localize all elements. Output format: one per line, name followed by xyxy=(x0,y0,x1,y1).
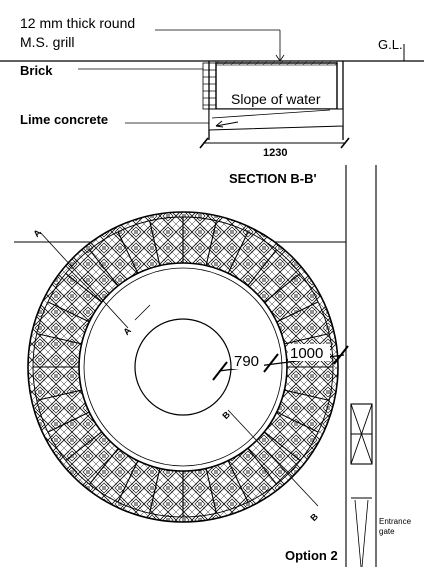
radius-tick-inner xyxy=(212,361,228,381)
brick-label: Brick xyxy=(20,63,53,78)
grate-rib xyxy=(36,333,82,345)
grate-rib xyxy=(284,333,330,345)
grate-rib xyxy=(149,220,161,266)
grill-label-line1: 12 mm thick round xyxy=(20,15,135,31)
entrance-label-line2: gate xyxy=(379,527,395,536)
section-title: SECTION B-B' xyxy=(229,171,317,186)
grate-rib xyxy=(47,411,90,433)
entrance-gate-channel xyxy=(345,165,377,567)
grate-rib xyxy=(65,431,103,461)
width-dimension-label: 1230 xyxy=(263,147,287,159)
section-line-a xyxy=(39,231,129,329)
inner-dim-bg xyxy=(232,352,264,369)
grate-rib xyxy=(117,231,139,274)
dim-tick-right xyxy=(340,137,350,149)
grate-rib xyxy=(263,273,301,303)
grate-rib xyxy=(227,460,249,503)
section-view: 12 mm thick round M.S. grill G.L. Brick … xyxy=(0,15,424,186)
dim-tick-left xyxy=(199,137,209,149)
marker-b-bottom: B xyxy=(308,511,320,523)
grill-label-line2: M.S. grill xyxy=(20,34,74,50)
slope-label: Slope of water xyxy=(231,91,321,107)
grate-rib xyxy=(247,249,277,287)
inner-radius-label: 790 xyxy=(234,353,259,370)
radius-tick-mid xyxy=(263,353,279,373)
ground-level-label: G.L. xyxy=(378,37,403,52)
section-line-a-end xyxy=(134,304,151,321)
option-label: Option 2 xyxy=(285,548,338,563)
grate-rib xyxy=(276,411,319,433)
grate-rib xyxy=(36,389,82,401)
lime-concrete-label: Lime concrete xyxy=(20,112,108,127)
grate-rib xyxy=(117,460,139,503)
slope-arrow xyxy=(215,121,239,127)
slope-line xyxy=(211,109,331,119)
section-line-b xyxy=(227,409,319,507)
outer-radius-label: 1000 xyxy=(290,345,323,362)
grill-bars xyxy=(215,60,338,66)
grate-rib xyxy=(263,431,301,461)
grate-rib xyxy=(205,220,217,266)
entrance-label-line1: Entrance xyxy=(379,517,412,526)
grate-rib xyxy=(247,447,277,485)
grate-rib xyxy=(205,468,217,514)
grate-rib xyxy=(65,273,103,303)
grate-rib xyxy=(227,231,249,274)
grate-radial-ribs xyxy=(33,217,333,517)
grate-rib xyxy=(284,389,330,401)
grate-rib xyxy=(89,249,119,287)
lime-concrete-base xyxy=(208,108,344,131)
grate-rib xyxy=(149,468,161,514)
slope-arrowhead xyxy=(215,120,224,128)
grill-leader-arrow xyxy=(275,54,285,62)
radius-tick-outer xyxy=(333,345,349,365)
grate-rib xyxy=(47,301,90,323)
grate-rib xyxy=(89,447,119,485)
grate-rib xyxy=(276,301,319,323)
plan-view: A A B B 790 1000 Entrance gate Option 2 xyxy=(14,165,412,567)
inner-platform-edge xyxy=(83,267,283,467)
marker-a-top: A xyxy=(31,227,43,239)
central-pit xyxy=(134,318,232,416)
outer-dim-bg xyxy=(288,344,330,361)
